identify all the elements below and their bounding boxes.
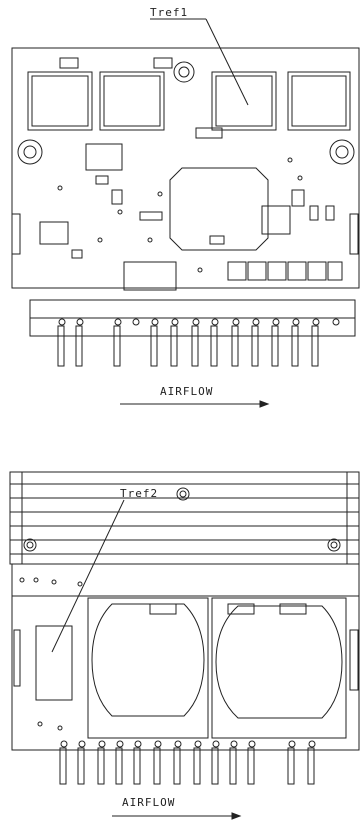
bottom-board-outline xyxy=(11,563,360,751)
top-small-components xyxy=(11,57,359,291)
bottom-small-components xyxy=(13,577,359,731)
top-mounting-holes xyxy=(17,61,355,165)
top-main-ic xyxy=(169,167,269,251)
bottom-capacitor-right-body xyxy=(215,605,343,719)
bottom-capacitor-right xyxy=(211,597,347,739)
tref1-leader xyxy=(205,18,249,106)
bottom-airflow-label: AIRFLOW xyxy=(122,796,175,809)
top-view: Tref1 xyxy=(11,6,360,408)
top-inductors xyxy=(27,71,351,131)
bottom-pins xyxy=(59,740,316,785)
tref2-leader xyxy=(51,499,125,653)
bottom-view: Tref2 xyxy=(9,471,360,820)
heatsink-outline xyxy=(9,471,360,565)
top-airflow-label: AIRFLOW xyxy=(160,385,213,398)
tref2-label: Tref2 xyxy=(120,487,158,500)
top-airflow-arrowhead xyxy=(259,400,270,408)
tref1-label: Tref1 xyxy=(150,6,188,19)
top-pins xyxy=(57,318,340,367)
bottom-capacitor-left-body xyxy=(91,603,205,717)
bottom-capacitor-left xyxy=(87,597,209,739)
heatsink-mounting-holes xyxy=(23,487,341,552)
heatsink-fins xyxy=(10,472,359,564)
bottom-tref2-component xyxy=(35,625,73,701)
bottom-airflow-arrowhead xyxy=(231,812,242,820)
